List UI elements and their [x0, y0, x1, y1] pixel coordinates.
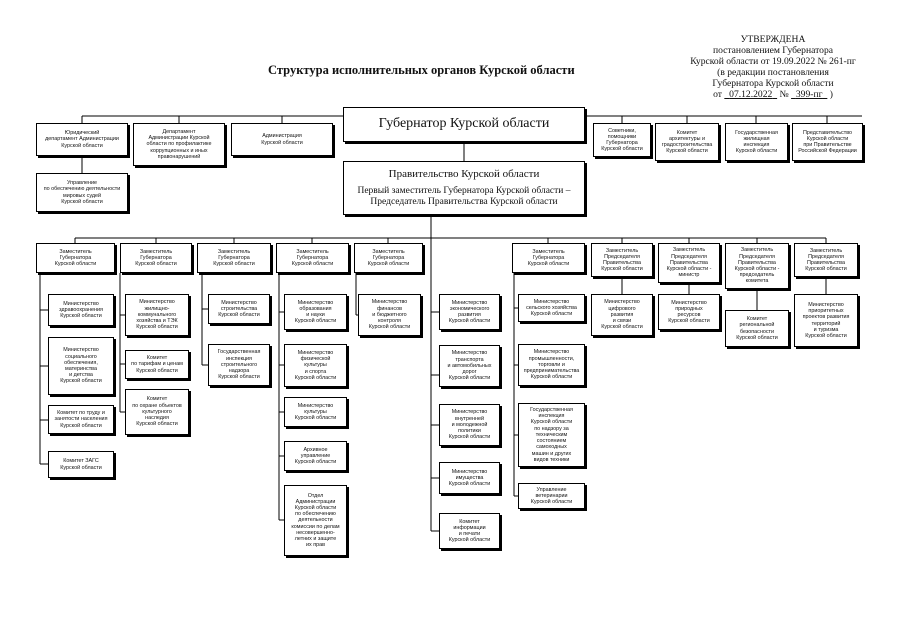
labor-committee-box: Комитет по труду и занятости населения К… [48, 405, 114, 434]
construction-inspection-box: Государственная инспекция строительного … [208, 344, 270, 386]
ministry-transport-box: Министерство транспорта и автомобильных … [439, 345, 500, 387]
heritage-committee-box: Комитет по охране объектов культурного н… [125, 389, 189, 435]
government-box: Правительство Курской области Первый зам… [343, 161, 585, 215]
ministry-property-box: Министерство имущества Курской области [439, 462, 500, 494]
ministry-social-box: Министерство социального обеспечения, ма… [48, 337, 114, 395]
deputy-4: Заместитель Губернатора Курской области [276, 243, 349, 273]
deputy-1: Заместитель Губернатора Курской области [36, 243, 115, 273]
ministry-agriculture-box: Министерство сельского хозяйства Курской… [518, 294, 585, 322]
ministry-internal-policy-box: Министерство внутренней и молодежной пол… [439, 404, 500, 446]
architecture-committee-box: Комитет архитектуры и градостроительства… [655, 123, 719, 161]
deputy-6: Заместитель Губернатора Курской области [512, 243, 585, 273]
approval-num-sign: № [779, 89, 789, 100]
approval-close: ) [829, 89, 833, 100]
archive-administration-box: Архивное управление Курской области [284, 441, 347, 471]
housing-inspection-box: Государственная жилищная инспекция Курск… [725, 123, 788, 161]
minors-commission-department-box: Отдел Администрации Курской области по о… [284, 485, 347, 556]
government-title: Правительство Курской области [388, 168, 540, 181]
approval-date: 07.12.2022 [729, 89, 773, 100]
approval-number: 399-пг [795, 89, 823, 100]
ministry-sport-box: Министерство физической культуры и спорт… [284, 344, 347, 387]
machinery-inspection-box: Государственная инспекция Курской област… [518, 403, 585, 467]
approval-heading: УТВЕРЖДЕНА [740, 34, 806, 45]
ministry-culture-box: Министерство культуры Курской области [284, 397, 347, 427]
ministry-priority-projects-box: Министерство приоритетных проектов разви… [794, 294, 858, 347]
deputy-8: Заместитель Председателя Правительства К… [658, 243, 720, 283]
information-committee-box: Комитет информации и печати Курской обла… [439, 513, 500, 549]
deputy-5: Заместитель Губернатора Курской области [354, 243, 423, 273]
ministry-construction-box: Министерство строительства Курской облас… [208, 294, 270, 324]
deputy-2: Заместитель Губернатора Курской области [120, 243, 192, 273]
legal-department-box: Юридический департамент Администрации Ку… [36, 123, 128, 156]
page-title: Структура исполнительных органов Курской… [268, 63, 575, 77]
veterinary-administration-box: Управление ветеринарии Курской области [518, 483, 585, 509]
zags-committee-box: Комитет ЗАГС Курской области [48, 451, 114, 478]
approval-line-1: постановлением Губернатора [712, 45, 834, 56]
ministry-health-box: Министерство здравоохранения Курской обл… [48, 294, 114, 326]
deputy-10: Заместитель Председателя Правительства К… [794, 243, 858, 277]
administration-box: Администрация Курской области [231, 123, 333, 156]
deputy-7: Заместитель Председателя Правительства К… [591, 243, 653, 277]
governor-box: Губернатор Курской области [343, 107, 585, 142]
ministry-finance-box: Министерство финансов и бюджетного контр… [358, 294, 421, 336]
deputy-3: Заместитель Губернатора Курской области [197, 243, 271, 273]
approval-line-5: от 07.12.2022 № 399-пг ) [648, 89, 898, 100]
ministry-education-box: Министерство образования и науки Курской… [284, 294, 347, 330]
advisers-box: Советники, помощники Губернатора Курской… [593, 123, 651, 157]
tariffs-committee-box: Комитет по тарифам и ценам Курской облас… [125, 350, 189, 379]
ministry-industry-box: Министерство промышленности, торговли и … [518, 344, 585, 386]
regional-security-committee-box: Комитет региональной безопасности Курско… [725, 310, 789, 347]
judges-support-box: Управление по обеспечению деятельности м… [36, 173, 128, 212]
government-subtitle: Первый заместитель Губернатора Курской о… [357, 185, 571, 207]
representation-box: Представительство Курской области при Пр… [792, 123, 863, 161]
ministry-economy-box: Министерство экономического развития Кур… [439, 294, 500, 330]
deputy-9: Заместитель Председателя Правительства К… [725, 243, 789, 289]
approval-ot: от [713, 89, 722, 100]
ministry-digital-box: Министерство цифрового развития и связи … [591, 294, 653, 336]
ministry-natural-resources-box: Министерство природных ресурсов Курской … [658, 294, 720, 330]
approval-line-3: (в редакции постановления [717, 67, 829, 78]
approval-block: УТВЕРЖДЕНА постановлением Губернатора Ку… [648, 34, 898, 100]
anticorruption-department-box: Департамент Администрации Курской област… [133, 123, 225, 166]
approval-line-4: Губернатора Курской области [712, 78, 834, 89]
approval-line-2: Курской области от 19.09.2022 № 261-пг [690, 56, 856, 67]
ministry-housing-utilities-box: Министерство жилищно- коммунального хозя… [125, 294, 189, 336]
